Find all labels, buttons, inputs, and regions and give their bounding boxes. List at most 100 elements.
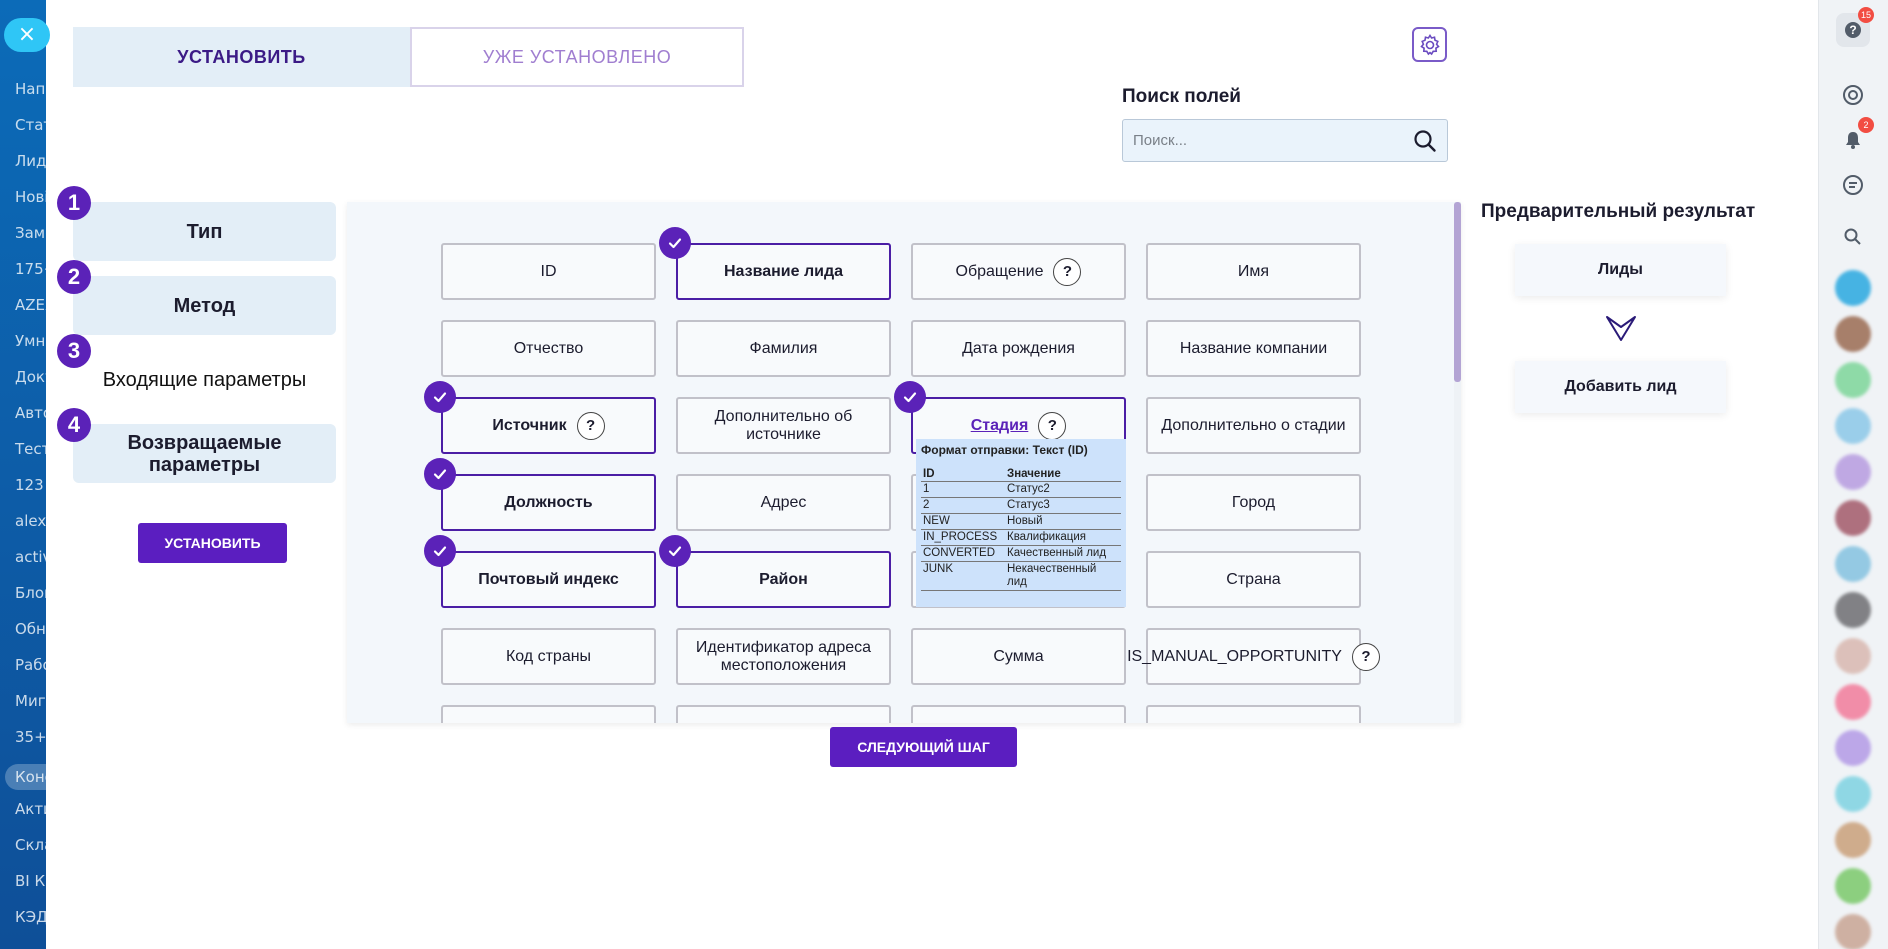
portal-menu-item[interactable]: Миги xyxy=(15,692,46,710)
help-icon[interactable]: ? xyxy=(1351,642,1380,671)
field-option[interactable]: Идентификатор адреса местоположения xyxy=(676,628,891,685)
settings-button[interactable] xyxy=(1412,27,1447,62)
portal-menu-item[interactable]: Лиды xyxy=(15,152,46,170)
portal-menu-item[interactable]: Коне xyxy=(5,764,46,790)
field-option[interactable] xyxy=(676,705,891,723)
field-option[interactable]: Район xyxy=(676,551,891,608)
field-option[interactable] xyxy=(441,705,656,723)
field-option[interactable]: ID xyxy=(441,243,656,300)
avatar[interactable] xyxy=(1835,638,1871,674)
avatar[interactable] xyxy=(1835,454,1871,490)
field-option[interactable]: Обращение? xyxy=(911,243,1126,300)
step-type[interactable]: Тип xyxy=(73,202,336,261)
portal-menu-item[interactable]: Напо xyxy=(15,80,46,98)
field-option[interactable] xyxy=(1146,705,1361,723)
avatar[interactable] xyxy=(1835,546,1871,582)
help-icon[interactable]: ? xyxy=(1038,411,1067,440)
avatar[interactable] xyxy=(1835,684,1871,720)
avatar[interactable] xyxy=(1835,914,1871,949)
step-method[interactable]: Метод xyxy=(73,276,336,335)
field-option[interactable]: Фамилия xyxy=(676,320,891,377)
field-option[interactable]: Дополнительно об источнике xyxy=(676,397,891,454)
field-option[interactable]: Код страны xyxy=(441,628,656,685)
step-number: 3 xyxy=(57,334,91,368)
avatar[interactable] xyxy=(1835,822,1871,858)
tab-install[interactable]: УСТАНОВИТЬ xyxy=(73,27,410,87)
help-icon[interactable]: ? 15 xyxy=(1836,7,1874,47)
portal-menu-item[interactable]: 35+ xyxy=(15,728,46,746)
avatar[interactable] xyxy=(1835,408,1871,444)
field-option[interactable]: Дата рождения xyxy=(911,320,1126,377)
checkmark-icon xyxy=(894,381,926,413)
portal-menu-item[interactable]: alexl xyxy=(15,512,46,530)
field-option[interactable]: Сумма xyxy=(911,628,1126,685)
portal-menu-item[interactable]: AZEX xyxy=(15,296,46,314)
field-option[interactable]: Название компании xyxy=(1146,320,1361,377)
close-slider-button[interactable]: × xyxy=(4,18,50,52)
tooltip-cell: Квалификация xyxy=(1005,529,1121,546)
portal-menu-item[interactable]: activ xyxy=(15,548,46,566)
portal-menu-item[interactable]: Доку xyxy=(15,368,46,386)
field-option[interactable]: Имя xyxy=(1146,243,1361,300)
portal-menu-item[interactable]: Блок xyxy=(15,584,46,602)
portal-menu-item[interactable]: Умни xyxy=(15,332,46,350)
help-icon[interactable]: ? xyxy=(576,411,605,440)
avatar[interactable] xyxy=(1835,270,1871,306)
field-option[interactable]: Город xyxy=(1146,474,1361,531)
scrollbar-thumb[interactable] xyxy=(1454,202,1461,382)
search-input[interactable] xyxy=(1133,120,1403,161)
field-option[interactable]: Страна xyxy=(1146,551,1361,608)
avatar[interactable] xyxy=(1835,776,1871,812)
field-label: Дата рождения xyxy=(962,339,1075,357)
step-return-params[interactable]: Возвращаемые параметры xyxy=(73,424,336,483)
avatar[interactable] xyxy=(1835,500,1871,536)
tooltip-cell: 2 xyxy=(921,497,1005,514)
portal-menu-item[interactable]: Рабо xyxy=(15,656,46,674)
field-label: Почтовый индекс xyxy=(478,570,619,588)
chat-icon[interactable] xyxy=(1836,168,1870,202)
field-option[interactable]: Почтовый индекс xyxy=(441,551,656,608)
field-label: IS_MANUAL_OPPORTUNITY xyxy=(1127,647,1342,665)
install-button[interactable]: УСТАНОВИТЬ xyxy=(138,523,287,563)
field-option[interactable]: Дополнительно о стадии xyxy=(1146,397,1361,454)
portal-menu-item[interactable]: 123 xyxy=(15,476,44,494)
field-option[interactable] xyxy=(911,705,1126,723)
search-icon[interactable] xyxy=(1836,220,1870,254)
portal-menu-item[interactable]: КЭДС xyxy=(15,908,46,926)
portal-menu-item[interactable]: Тест xyxy=(15,440,46,458)
field-option[interactable]: Название лида xyxy=(676,243,891,300)
field-option[interactable]: Адрес xyxy=(676,474,891,531)
field-label: Имя xyxy=(1237,262,1270,280)
tab-installed[interactable]: УЖЕ УСТАНОВЛЕНО xyxy=(410,27,744,87)
field-option[interactable]: Отчество xyxy=(441,320,656,377)
step-incoming-params[interactable]: Входящие параметры xyxy=(73,350,336,409)
portal-menu-item[interactable]: BI Ко xyxy=(15,872,46,890)
portal-menu-item[interactable]: Скла xyxy=(15,836,46,854)
field-option[interactable]: IS_MANUAL_OPPORTUNITY? xyxy=(1127,628,1380,685)
checkmark-icon xyxy=(424,535,456,567)
portal-menu-item[interactable]: Обне xyxy=(15,620,46,638)
field-option[interactable]: Источник? xyxy=(441,397,656,454)
field-option[interactable]: Должность xyxy=(441,474,656,531)
avatar[interactable] xyxy=(1835,592,1871,628)
avatar[interactable] xyxy=(1835,730,1871,766)
portal-menu-item[interactable]: Заме xyxy=(15,224,46,242)
search-icon[interactable] xyxy=(1413,129,1437,153)
field-label[interactable]: Стадия xyxy=(970,416,1029,434)
field-label: Название лида xyxy=(723,262,844,280)
avatar[interactable] xyxy=(1835,868,1871,904)
avatar[interactable] xyxy=(1835,316,1871,352)
arrow-down-icon xyxy=(1606,316,1636,341)
portal-menu-item[interactable]: Нові xyxy=(15,188,46,206)
pulse-icon[interactable] xyxy=(1836,78,1870,112)
portal-menu-item[interactable]: Акти xyxy=(15,800,46,818)
help-icon[interactable]: ? xyxy=(1053,257,1082,286)
next-step-button[interactable]: СЛЕДУЮЩИЙ ШАГ xyxy=(830,727,1017,767)
avatar[interactable] xyxy=(1835,362,1871,398)
bell-icon[interactable]: 2 xyxy=(1836,117,1874,157)
portal-menu-item[interactable]: Стат xyxy=(15,116,46,134)
portal-menu-item[interactable]: Авто xyxy=(15,404,46,422)
field-label: Район xyxy=(759,570,808,588)
portal-menu-item[interactable]: 175+ xyxy=(15,260,46,278)
